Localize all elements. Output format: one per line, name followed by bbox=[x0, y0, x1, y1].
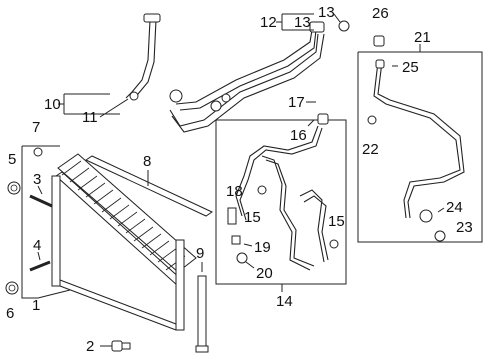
callout-8: 8 bbox=[143, 153, 151, 170]
callout-22: 22 bbox=[362, 141, 379, 158]
callout-19: 19 bbox=[254, 239, 271, 256]
bolt-2: 2 bbox=[86, 338, 131, 355]
callout-12: 12 bbox=[260, 14, 277, 31]
callout-25: 25 bbox=[402, 59, 419, 76]
callout-11: 11 bbox=[82, 109, 98, 126]
callout-10: 10 bbox=[44, 96, 61, 113]
callout-24: 24 bbox=[446, 199, 463, 216]
bushing-6: 6 bbox=[5, 281, 19, 322]
callout-15a: 15 bbox=[244, 209, 261, 226]
pin-3: 3 bbox=[29, 171, 53, 208]
oring-7: 7 bbox=[32, 119, 43, 157]
callout-23: 23 bbox=[456, 219, 473, 236]
callout-15b: 15 bbox=[328, 213, 345, 230]
oring-13: 13 bbox=[318, 4, 350, 32]
callout-9: 9 bbox=[196, 245, 204, 262]
upper-lines bbox=[125, 13, 325, 133]
drier-9: 9 bbox=[195, 245, 209, 353]
callout-6: 6 bbox=[6, 305, 14, 322]
callout-21: 21 bbox=[414, 29, 431, 46]
callout-13a: 13 bbox=[294, 14, 311, 31]
callout-17: 17 bbox=[288, 94, 305, 111]
cap-26: 26 bbox=[372, 5, 389, 47]
callout-2: 2 bbox=[86, 338, 94, 355]
callout-4: 4 bbox=[33, 237, 41, 254]
callout-14: 14 bbox=[276, 293, 293, 310]
oring-11 bbox=[129, 91, 139, 101]
callout-26: 26 bbox=[372, 5, 389, 22]
callout-5: 5 bbox=[8, 151, 16, 168]
callout-13b: 13 bbox=[318, 4, 335, 21]
bushing-5: 5 bbox=[7, 151, 21, 195]
callout-3: 3 bbox=[33, 171, 41, 188]
condenser-assembly bbox=[21, 145, 197, 331]
callout-18: 18 bbox=[226, 183, 243, 200]
callout-1: 1 bbox=[32, 297, 40, 314]
callout-20: 20 bbox=[256, 265, 273, 282]
suction-line-box bbox=[357, 51, 483, 243]
hose-assembly-box bbox=[215, 113, 347, 292]
pin-4: 4 bbox=[29, 237, 51, 272]
seal-8: 8 bbox=[84, 153, 214, 217]
callout-16: 16 bbox=[290, 127, 307, 144]
callout-7: 7 bbox=[32, 119, 40, 136]
